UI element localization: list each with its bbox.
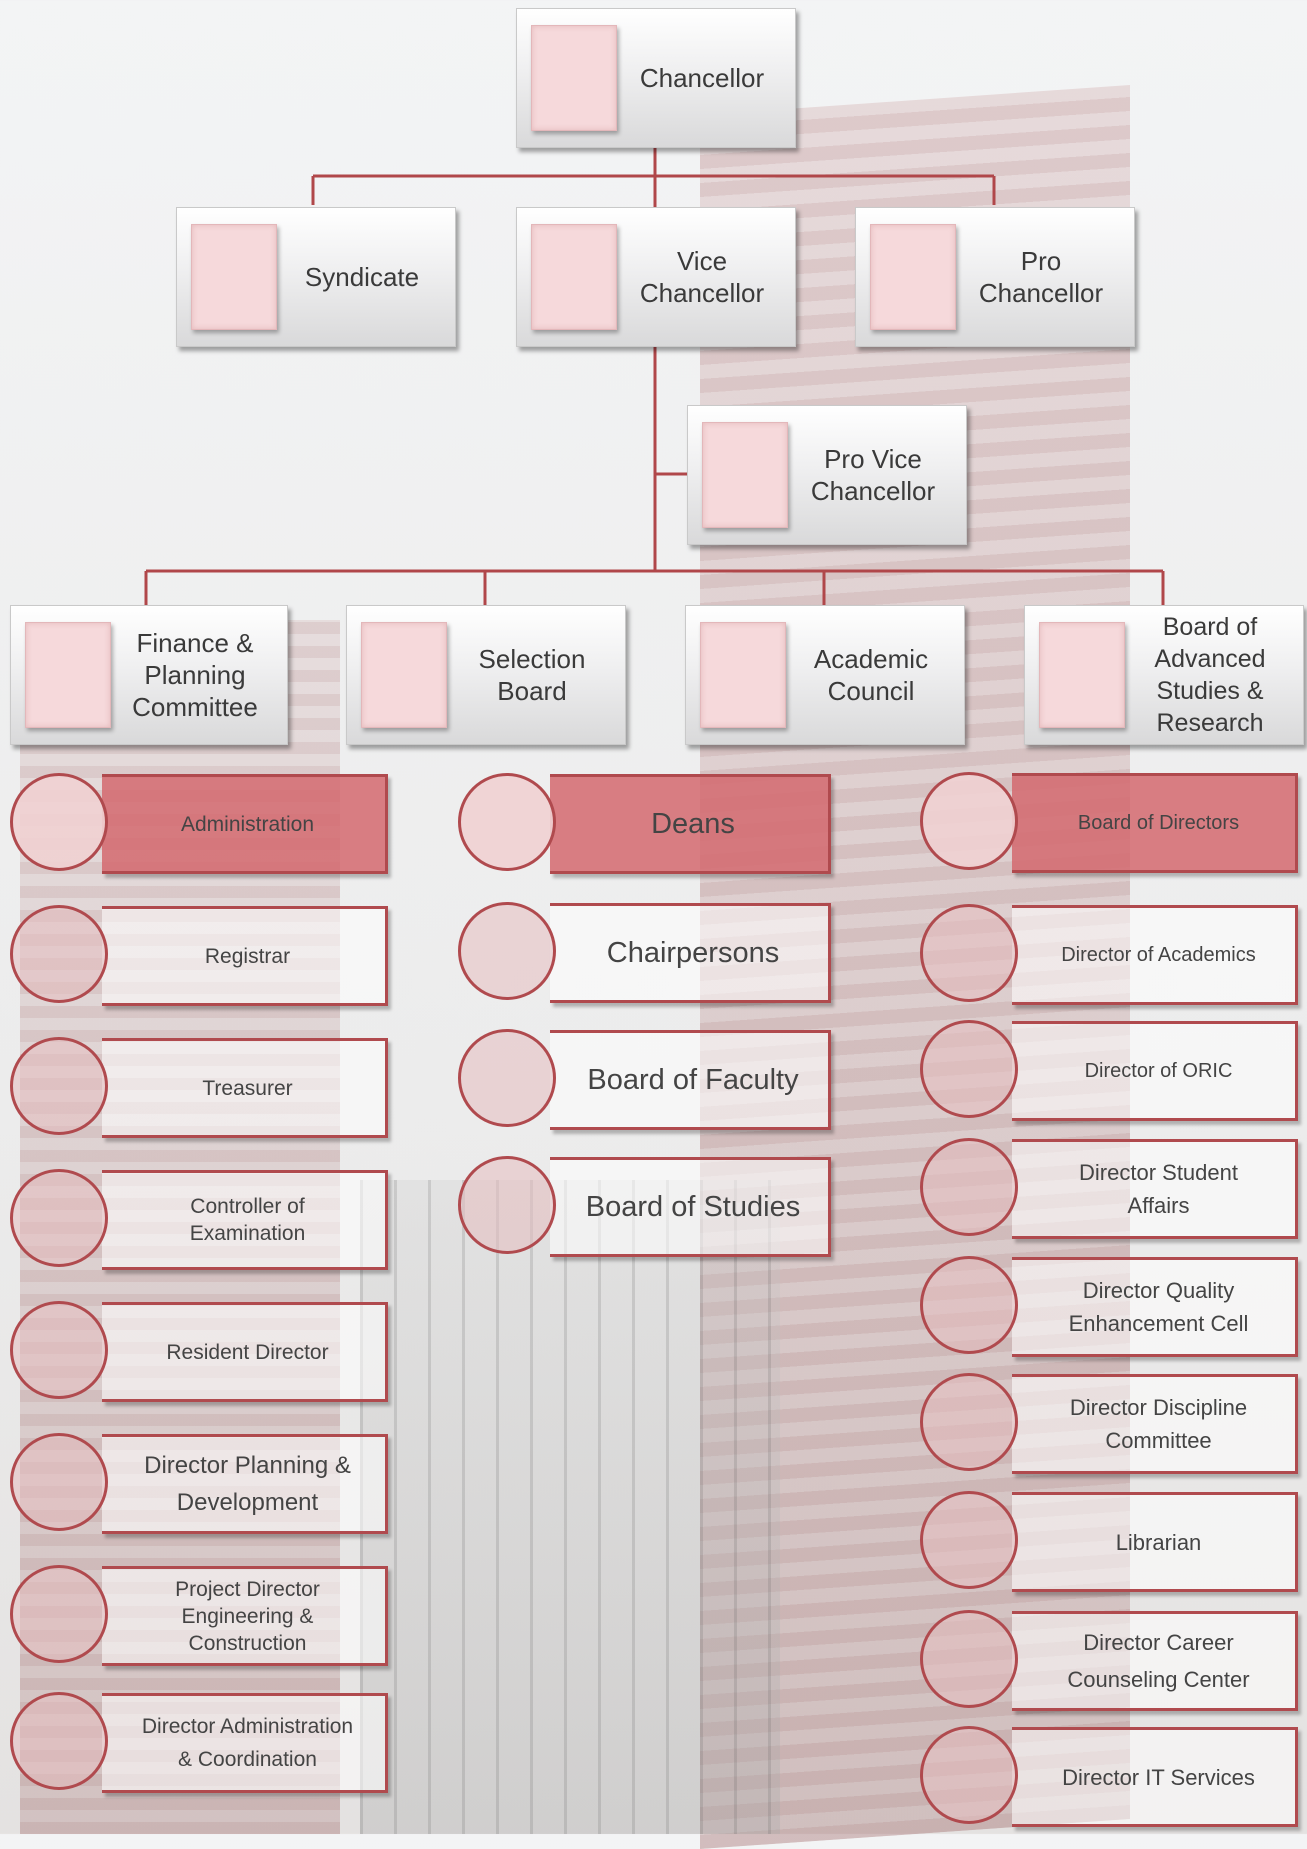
selection-photo-placeholder — [361, 622, 447, 728]
list-item-label: Director IT Services — [1012, 1727, 1298, 1827]
list-item: Director of ORIC — [920, 1020, 1298, 1122]
list-item: Board of Studies — [458, 1156, 831, 1258]
chancellor-label: Chancellor — [639, 63, 765, 93]
list-item: Director Career Counseling Center — [920, 1610, 1298, 1712]
list-item-label: Chairpersons — [550, 903, 831, 1003]
pro-vice-chancellor-photo-placeholder — [702, 422, 788, 528]
list-item-label: Director Student Affairs — [1012, 1139, 1298, 1239]
bullet-circle — [920, 1256, 1018, 1354]
bullet-circle — [920, 1491, 1018, 1589]
vice-chancellor-photo-placeholder — [531, 224, 617, 330]
list-item: Controller of Examination — [10, 1169, 388, 1271]
syndicate-photo-placeholder — [191, 224, 277, 330]
list-item: Treasurer — [10, 1037, 388, 1139]
list-item-label: Director Career Counseling Center — [1012, 1611, 1298, 1711]
list-item-label: Director Administration & Coordination — [102, 1693, 388, 1793]
list-item: Deans — [458, 773, 831, 875]
list-item: Director Administration & Coordination — [10, 1692, 388, 1794]
bullet-circle — [10, 1565, 108, 1663]
finance-photo-placeholder — [25, 622, 111, 728]
list-item: Administration — [10, 773, 388, 875]
bullet-circle — [920, 1373, 1018, 1471]
list-item: Resident Director — [10, 1301, 388, 1403]
vice-chancellor-box: Vice Chancellor — [516, 207, 796, 347]
bullet-circle — [458, 902, 556, 1000]
list-item: Director of Academics — [920, 904, 1298, 1006]
background-gate — [360, 1180, 780, 1834]
list-item: Director IT Services — [920, 1726, 1298, 1828]
bullet-circle — [10, 1301, 108, 1399]
list-item: Director Discipline Committee — [920, 1373, 1298, 1475]
bullet-circle — [458, 773, 556, 871]
bullet-circle — [920, 1726, 1018, 1824]
list-item: Chairpersons — [458, 902, 831, 1004]
basr-label: Board of Advanced Studies & Research — [1154, 613, 1266, 737]
list-item-label: Board of Directors — [1012, 773, 1298, 873]
bullet-circle — [458, 1029, 556, 1127]
academic-photo-placeholder — [700, 622, 786, 728]
pro-chancellor-box: Pro Chancellor — [855, 207, 1135, 347]
list-item: Board of Faculty — [458, 1029, 831, 1131]
finance-label: Finance & Planning Committee — [132, 628, 258, 722]
selection-label: Selection Board — [478, 644, 586, 706]
list-item-label: Director Planning & Development — [102, 1434, 388, 1534]
bullet-circle — [920, 1610, 1018, 1708]
pro-chancellor-label: Pro Chancellor — [978, 246, 1104, 308]
finance-committee-box: Finance & Planning Committee — [10, 605, 288, 745]
list-item-label: Controller of Examination — [102, 1170, 388, 1270]
list-item: Director Student Affairs — [920, 1138, 1298, 1240]
academic-council-box: Academic Council — [685, 605, 965, 745]
bullet-circle — [458, 1156, 556, 1254]
list-item-label: Registrar — [102, 906, 388, 1006]
pro-vice-chancellor-label: Pro Vice Chancellor — [810, 444, 936, 506]
list-item-label: Treasurer — [102, 1038, 388, 1138]
bullet-circle — [920, 1020, 1018, 1118]
list-item-label: Resident Director — [102, 1302, 388, 1402]
chancellor-box: Chancellor — [516, 8, 796, 148]
bullet-circle — [10, 773, 108, 871]
list-item-label: Board of Faculty — [550, 1030, 831, 1130]
list-item-label: Director Quality Enhancement Cell — [1012, 1257, 1298, 1357]
selection-board-box: Selection Board — [346, 605, 626, 745]
basr-photo-placeholder — [1039, 622, 1125, 728]
bullet-circle — [920, 1138, 1018, 1236]
bullet-circle — [920, 904, 1018, 1002]
list-item-label: Board of Studies — [550, 1157, 831, 1257]
list-item: Librarian — [920, 1491, 1298, 1593]
list-item-label: Director Discipline Committee — [1012, 1374, 1298, 1474]
list-item: Director Planning & Development — [10, 1433, 388, 1535]
list-item: Director Quality Enhancement Cell — [920, 1256, 1298, 1358]
list-item-label: Director of Academics — [1012, 905, 1298, 1005]
bullet-circle — [10, 905, 108, 1003]
bullet-circle — [10, 1037, 108, 1135]
bullet-circle — [10, 1433, 108, 1531]
chancellor-photo-placeholder — [531, 25, 617, 131]
list-item-label: Project Director Engineering & Construct… — [102, 1566, 388, 1666]
bullet-circle — [10, 1169, 108, 1267]
list-item: Registrar — [10, 905, 388, 1007]
list-item-label: Director of ORIC — [1012, 1021, 1298, 1121]
list-item-label: Deans — [550, 774, 831, 874]
bullet-circle — [920, 772, 1018, 870]
pro-chancellor-photo-placeholder — [870, 224, 956, 330]
syndicate-box: Syndicate — [176, 207, 456, 347]
syndicate-label: Syndicate — [304, 262, 420, 292]
list-item-label: Administration — [102, 774, 388, 874]
vice-chancellor-label: Vice Chancellor — [639, 246, 765, 308]
pro-vice-chancellor-box: Pro Vice Chancellor — [687, 405, 967, 545]
bullet-circle — [10, 1692, 108, 1790]
basr-box: Board of Advanced Studies & Research — [1024, 605, 1304, 745]
list-item: Project Director Engineering & Construct… — [10, 1565, 388, 1667]
academic-label: Academic Council — [813, 644, 929, 706]
list-item-label: Librarian — [1012, 1492, 1298, 1592]
list-item: Board of Directors — [920, 772, 1298, 874]
